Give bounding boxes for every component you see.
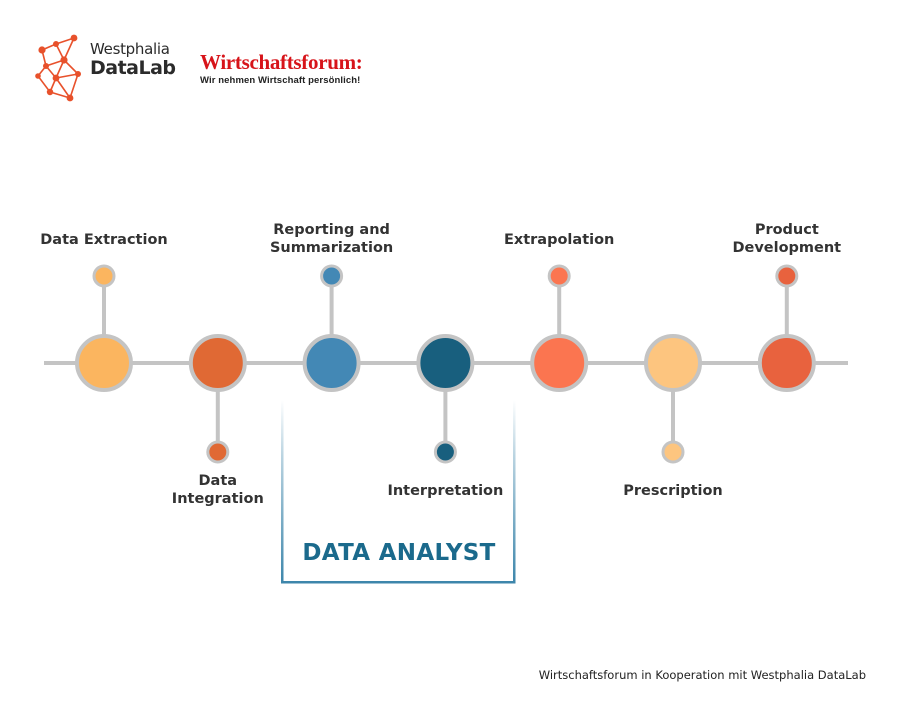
westphalia-datalab-logo: Westphalia DataLab: [34, 34, 176, 106]
step-label-reporting-and-summarization: Reporting and Summarization: [269, 222, 394, 256]
westphalia-logo-text: Westphalia DataLab: [90, 42, 176, 78]
footer-credit: Wirtschaftsforum in Kooperation mit West…: [538, 668, 866, 682]
step-large-node: [75, 334, 133, 392]
bracket-left-side: [281, 400, 284, 583]
bracket-right-side: [513, 400, 516, 583]
step-large-node: [302, 334, 361, 392]
wirtschaftsforum-logo-tagline: Wir nehmen Wirtschaft persönlich!: [200, 75, 361, 86]
step-large-node: [188, 334, 247, 392]
step-label-product-development: Product Development: [732, 222, 842, 256]
wirtschaftsforum-logo: Wirtschaftsforum: Wir nehmen Wirtschaft …: [200, 50, 363, 87]
westphalia-logo-line1: Westphalia: [90, 40, 170, 58]
timeline-step: [757, 264, 816, 392]
timeline-step: [302, 264, 361, 392]
data-analyst-bracket: [281, 400, 516, 584]
bracket-bottom: [281, 581, 516, 584]
step-small-dot: [661, 440, 685, 464]
step-large-node: [644, 334, 702, 392]
step-label-prescription: Prescription: [623, 483, 723, 499]
timeline-step: [75, 264, 133, 392]
step-label-data-integration: Data Integration: [171, 473, 264, 507]
step-large-node: [757, 334, 816, 392]
wirtschaftsforum-logo-title: Wirtschaftsforum:: [200, 50, 363, 74]
data-analyst-label: DATA ANALYST: [302, 540, 496, 566]
network-logo-icon: [35, 34, 81, 102]
step-small-dot: [320, 264, 344, 288]
step-small-dot: [547, 264, 571, 288]
step-label-extrapolation: Extrapolation: [503, 232, 615, 248]
westphalia-logo-line2: DataLab: [90, 57, 176, 79]
timeline-step: [188, 334, 247, 464]
step-label-interpretation: Interpretation: [387, 483, 504, 499]
timeline-step: [416, 334, 475, 464]
step-large-node: [530, 334, 589, 392]
step-small-dot: [92, 264, 116, 288]
step-label-data-extraction: Data Extraction: [40, 232, 168, 248]
step-large-node: [416, 334, 475, 392]
step-small-dot: [206, 440, 230, 464]
timeline-step: [530, 264, 589, 392]
step-small-dot: [775, 264, 799, 288]
timeline-step: [644, 334, 702, 464]
step-small-dot: [433, 440, 457, 464]
